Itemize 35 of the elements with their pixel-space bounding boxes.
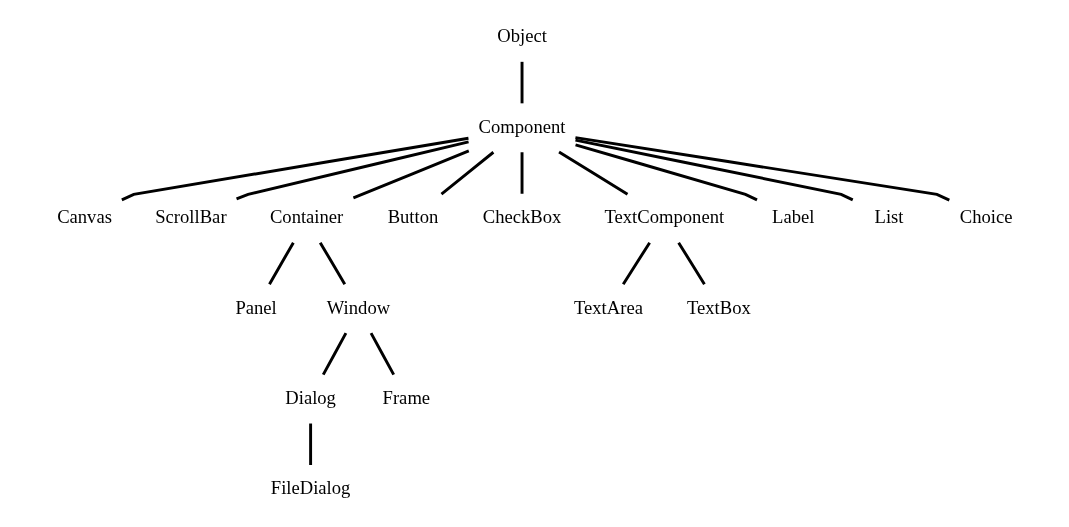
connector bbox=[369, 332, 395, 376]
connector bbox=[318, 241, 346, 285]
node-text: TextArea bbox=[573, 296, 643, 318]
connector bbox=[520, 61, 523, 104]
connector bbox=[574, 136, 950, 202]
connector bbox=[574, 143, 758, 202]
node-text: Container bbox=[269, 206, 343, 228]
node-text: CheckBox bbox=[482, 206, 561, 228]
connector bbox=[308, 423, 312, 465]
connector bbox=[440, 151, 494, 196]
connector bbox=[676, 241, 706, 285]
node-text: List bbox=[874, 206, 904, 228]
connector bbox=[352, 149, 469, 200]
connector bbox=[235, 140, 469, 201]
node-text: TextBox bbox=[686, 296, 751, 318]
node-text: Object bbox=[496, 25, 547, 47]
node-text: Button bbox=[387, 206, 438, 228]
node-text: Component bbox=[478, 115, 565, 137]
node-text: Dialog bbox=[284, 387, 336, 409]
connector bbox=[621, 241, 651, 285]
node-text: ScrollBar bbox=[154, 206, 227, 228]
node-text: Panel bbox=[234, 296, 277, 318]
connector bbox=[321, 332, 347, 376]
node-text: Window bbox=[326, 296, 390, 318]
connector bbox=[574, 138, 853, 202]
node-text: Frame bbox=[382, 387, 430, 409]
connector bbox=[557, 150, 628, 196]
node-text: TextComponent bbox=[603, 206, 724, 228]
node-text: Label bbox=[771, 206, 814, 228]
node-text: Choice bbox=[959, 206, 1012, 228]
node-text: FileDialog bbox=[270, 477, 350, 499]
node-text: Canvas bbox=[56, 206, 112, 228]
connector bbox=[267, 241, 295, 285]
connector bbox=[120, 136, 469, 202]
connector bbox=[520, 152, 523, 194]
